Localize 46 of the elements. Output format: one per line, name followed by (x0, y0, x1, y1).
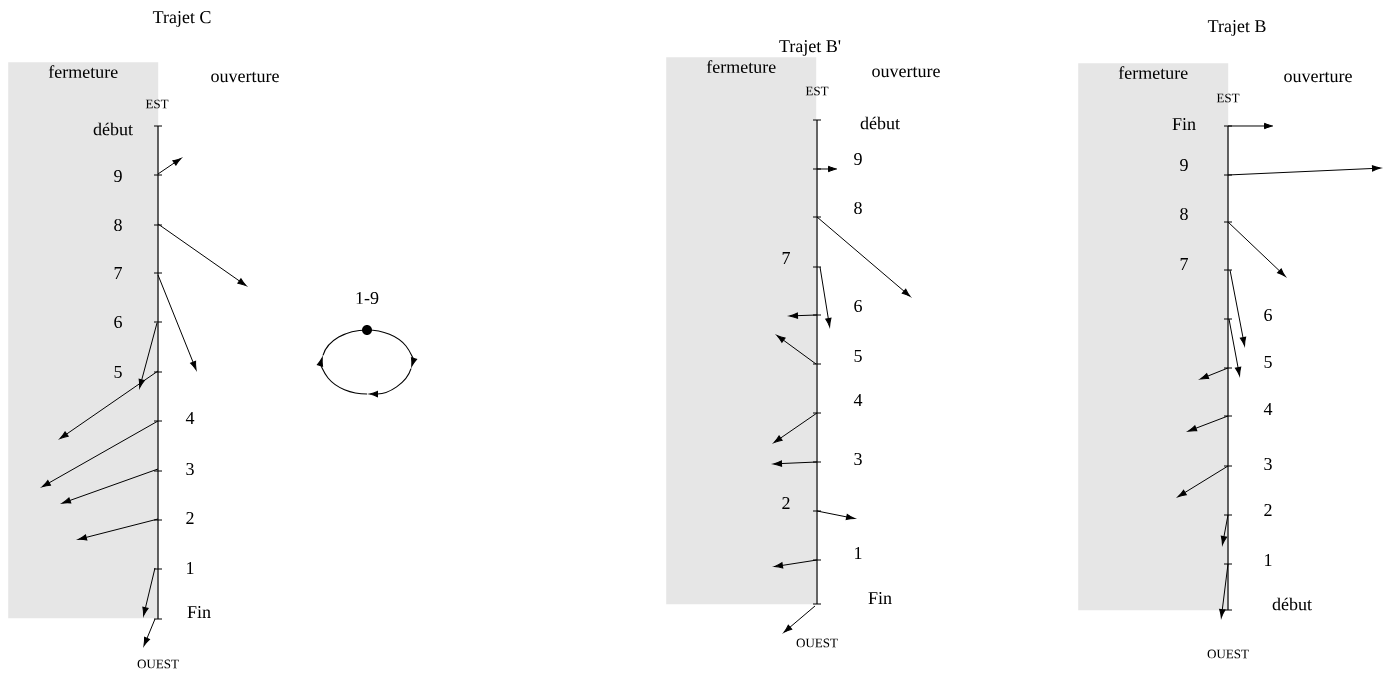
axis-label: Fin (1172, 118, 1196, 130)
axis-label: 3 (186, 462, 194, 476)
axis-label: ouverture (211, 71, 279, 83)
axis-label: EST (1216, 93, 1240, 103)
axis-label: EST (145, 99, 169, 109)
axis-label: 9 (854, 152, 862, 166)
axis-label: 7 (114, 267, 122, 279)
axis-label: 4 (185, 412, 195, 424)
axis-label: 6 (1264, 308, 1272, 322)
axis-label: 6 (854, 299, 862, 313)
axis-label: 2 (1264, 504, 1272, 516)
axis-label: Trajet B' (779, 40, 841, 56)
axis-label: 1 (187, 562, 194, 574)
axis-label: ouverture (872, 66, 940, 78)
axis-label: OUEST (1207, 649, 1249, 659)
axis-label: 5 (114, 366, 122, 378)
axis-label: 7 (1180, 258, 1188, 270)
axis-label: début (860, 116, 900, 130)
axis-label: 7 (782, 252, 790, 264)
axis-label: 8 (1180, 207, 1188, 221)
axis-label: 4 (853, 394, 863, 406)
axis-label: Fin (868, 592, 892, 604)
axis-label: EST (805, 86, 829, 96)
axis-label: OUEST (796, 638, 838, 648)
axis-label: 1-9 (356, 291, 379, 305)
axis-label: 2 (782, 497, 790, 509)
axis-label: ouverture (1284, 71, 1352, 83)
axis-label: Fin (187, 606, 211, 618)
axis-label: 5 (854, 350, 862, 362)
axis-label: début (1272, 597, 1312, 611)
axis-label: 2 (186, 512, 194, 524)
axis-label: Trajet C (152, 11, 211, 27)
axis-label: OUEST (137, 659, 179, 669)
axis-label: 6 (114, 315, 122, 329)
axis-label: 9 (114, 169, 122, 183)
axis-label: 1 (1265, 554, 1272, 566)
axis-label: 1 (855, 547, 862, 559)
axis-label: 8 (114, 218, 122, 232)
axis-label: 5 (1264, 356, 1272, 368)
axis-label: 9 (1180, 158, 1188, 172)
axis-label: 4 (1263, 403, 1273, 415)
axis-label: Trajet B (1207, 20, 1266, 36)
axis-label: début (93, 122, 133, 136)
axis-label: 3 (854, 452, 862, 466)
axis-label: 3 (1264, 457, 1272, 471)
axis-label: 8 (854, 201, 862, 215)
